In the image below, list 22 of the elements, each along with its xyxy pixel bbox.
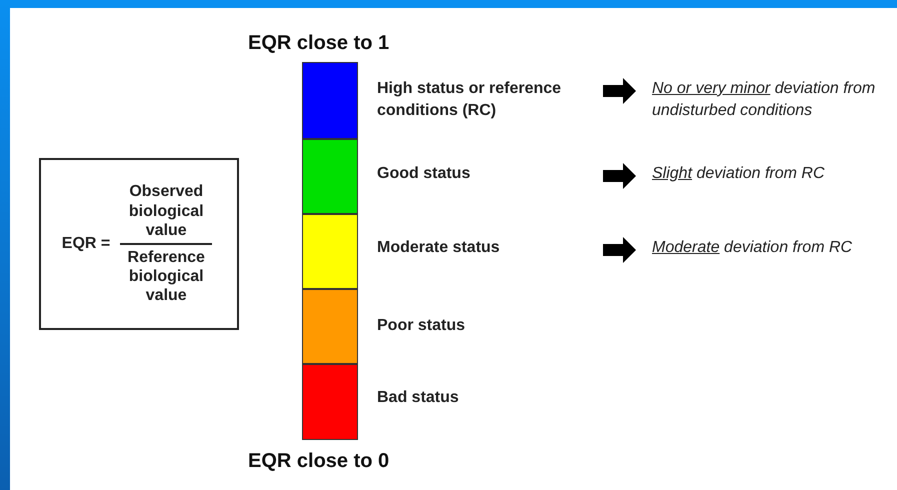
colour-band: [302, 364, 358, 440]
deviation-text: No or very minor deviation from undisturbed conditions: [636, 72, 897, 128]
colour-band: [302, 214, 358, 289]
status-label: Moderate status: [377, 231, 603, 265]
denominator: Reference biological value: [126, 248, 206, 306]
deviation-text: Moderate deviation from RC: [636, 231, 897, 265]
status-label: High status or reference conditions (RC): [377, 72, 603, 128]
status-label: Good status: [377, 157, 603, 191]
block-arrow: [603, 78, 636, 104]
block-arrow: [603, 237, 636, 263]
colour-band: [302, 289, 358, 364]
scale-end-label: EQR close to 0: [248, 450, 390, 473]
status-label: Bad status: [377, 381, 603, 415]
scale-end-label: EQR close to 1: [248, 32, 390, 55]
formula-label: EQR =: [62, 235, 110, 253]
numerator: Observed biological value: [128, 182, 205, 240]
deviation-text: Slight deviation from RC: [636, 157, 897, 191]
colour-band: [302, 62, 358, 139]
block-arrow: [603, 163, 636, 189]
status-label: Poor status: [377, 309, 603, 343]
colour-band: [302, 139, 358, 214]
formula-box: [39, 158, 239, 330]
